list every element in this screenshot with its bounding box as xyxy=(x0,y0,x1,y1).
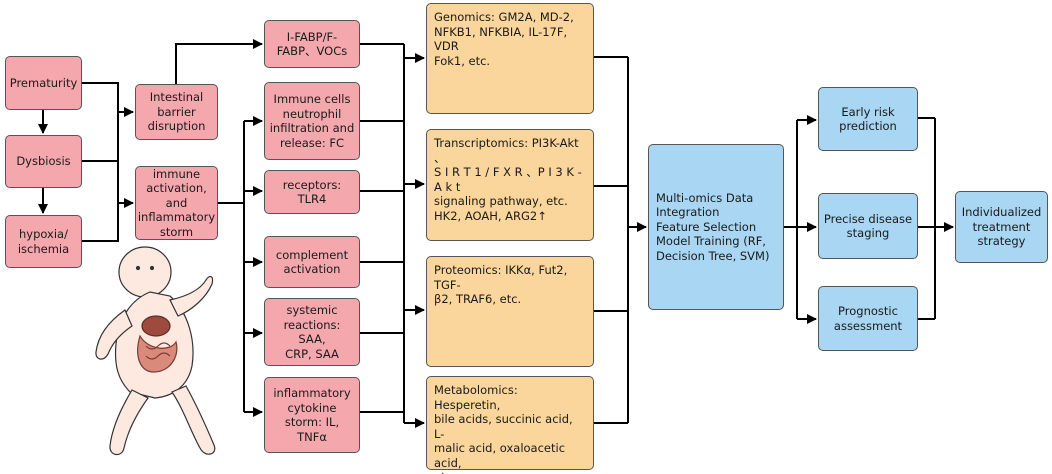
mechanism-immune-activation: immune activation, and inflammatory stor… xyxy=(135,166,218,240)
final-treatment-strategy: Individualized treatment strategy xyxy=(955,191,1048,263)
outcome-label: Precise disease staging xyxy=(823,211,913,241)
omics-transcriptomics: Transcriptomics: PI3K-Akt 、 S I R T 1 / … xyxy=(426,129,594,241)
omics-genomics: Genomics: GM2A, MD-2, NFKB1, NFKBIA, IL-… xyxy=(426,3,594,114)
omics-label: Transcriptomics: PI3K-Akt 、 S I R T 1 / … xyxy=(434,136,582,223)
multi-omics-integration: Multi-omics Data Integration Feature Sel… xyxy=(648,144,784,310)
outcome-prognostic: Prognostic assessment xyxy=(818,286,918,351)
marker-systemic-reactions: systemic reactions: SAA, CRP, SAA xyxy=(264,298,360,366)
arrow-hypoxia-immune xyxy=(82,203,119,242)
infant-illustration-icon xyxy=(95,246,216,456)
omics-label: Proteomics: IKKα, Fut2, TGF- β2, TRAF6, … xyxy=(434,263,568,306)
cause-dysbiosis: Dysbiosis xyxy=(5,135,82,188)
marker-immune-cells: Immune cells neutrophil infiltration and… xyxy=(264,82,360,160)
marker-label: I-FABP/F- FABP、VOCs xyxy=(276,29,348,59)
outcome-early-risk: Early risk prediction xyxy=(818,87,918,151)
cause-hypoxia-ischemia: hypoxia/ ischemia xyxy=(5,215,82,268)
marker-cytokine-storm: inflammatory cytokine storm: IL, TNFα xyxy=(264,377,360,453)
marker-label: receptors: TLR4 xyxy=(282,177,342,207)
marker-complement: complement activation xyxy=(264,236,360,288)
integration-label: Multi-omics Data Integration Feature Sel… xyxy=(656,190,770,263)
mechanism-barrier-disruption: Intestinal barrier disruption xyxy=(135,84,218,140)
omics-proteomics: Proteomics: IKKα, Fut2, TGF- β2, TRAF6, … xyxy=(426,256,594,367)
arrow-dysbiosis-immune xyxy=(82,160,134,208)
outcome-label: Prognostic assessment xyxy=(833,304,903,333)
mechanism-label: immune activation, and inflammatory stor… xyxy=(137,166,216,239)
outcome-label: Early risk prediction xyxy=(839,104,897,134)
marker-label: Immune cells neutrophil infiltration and… xyxy=(269,92,355,150)
marker-label: systemic reactions: SAA, CRP, SAA xyxy=(283,303,341,361)
marker-label: inflammatory cytokine storm: IL, TNFα xyxy=(273,386,351,444)
marker-receptors-tlr4: receptors: TLR4 xyxy=(264,170,360,214)
cause-prematurity: Prematurity xyxy=(5,56,82,110)
omics-label: Genomics: GM2A, MD-2, NFKB1, NFKBIA, IL-… xyxy=(434,10,574,68)
outcome-disease-staging: Precise disease staging xyxy=(818,193,918,259)
arrow-prematurity-barrier xyxy=(82,82,134,117)
final-label: Individualized treatment strategy xyxy=(961,205,1042,249)
cause-label: Dysbiosis xyxy=(16,154,71,169)
cause-label: hypoxia/ ischemia xyxy=(17,227,70,256)
arrow-dysbiosis-barrier xyxy=(82,112,119,162)
marker-label: complement activation xyxy=(275,247,349,277)
arrow-barrier-fabp xyxy=(175,39,263,84)
omics-label: Metabolomics: Hesperetin, bile acids, su… xyxy=(434,383,573,474)
cause-label: Prematurity xyxy=(9,75,78,90)
omics-metabolomics: Metabolomics: Hesperetin, bile acids, su… xyxy=(426,376,594,474)
marker-fabp-vocs: I-FABP/F- FABP、VOCs xyxy=(264,20,360,68)
mechanism-label: Intestinal barrier disruption xyxy=(147,90,206,134)
